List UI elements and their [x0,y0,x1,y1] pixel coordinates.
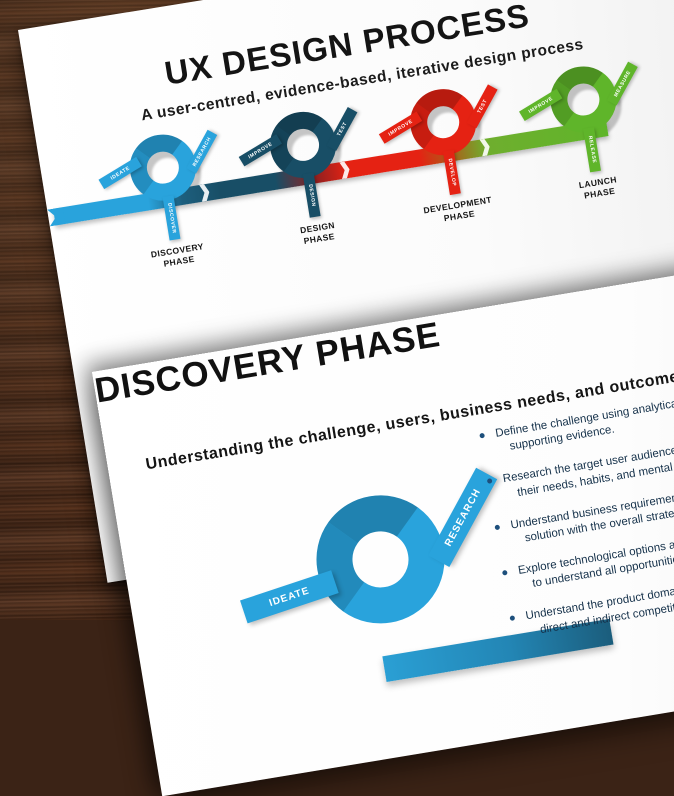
phase-development: IMPROVE TEST DEVELOP DEVELOPMENT PHASE [378,74,521,241]
tab-discover: DISCOVER [162,195,181,241]
phase-design: IMPROVE TEST DESIGN DESIGN PHASE [238,97,381,264]
bullet-dot-icon [494,524,501,530]
phase-label-discovery: DISCOVERY PHASE [150,241,205,269]
band-tail [47,207,66,226]
tab-develop: DEVELOP [442,149,461,196]
tab-ideate-large: IDEATE [240,570,339,624]
phase-launch: IMPROVE MEASURE RELEASE LAUNCH PHASE [519,51,661,218]
bullet-dot-icon [486,478,493,485]
phase-label-design: DESIGN PHASE [299,219,336,246]
phase-discovery: IDEATE RESEARCH DISCOVER DISCOVERY PHASE [98,119,240,286]
discovery-ring-icon-large [306,485,455,633]
tab-release: RELEASE [583,127,601,173]
bullet-dot-icon [501,569,508,576]
phase-label-development: DEVELOPMENT PHASE [422,194,493,223]
bullet-dot-icon [479,432,486,439]
bullet-dot-icon [509,615,516,622]
phase-label-launch: LAUNCH PHASE [578,174,618,201]
tab-design: DESIGN [302,172,321,218]
